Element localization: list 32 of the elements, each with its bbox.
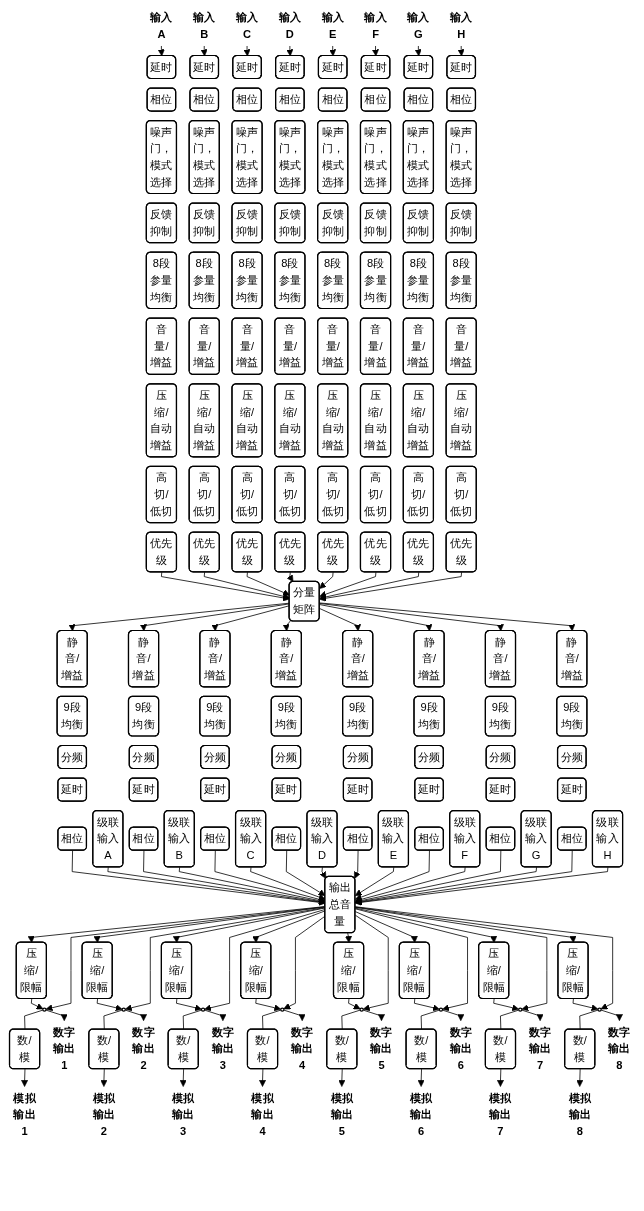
node-text: 输入E bbox=[321, 11, 344, 41]
node-text: 模拟输出8 bbox=[568, 1091, 591, 1138]
node-text: 输入C bbox=[235, 11, 259, 41]
node-text: 输入G bbox=[407, 11, 430, 41]
node-text: 数字输出3 bbox=[211, 1025, 234, 1072]
node-circle bbox=[359, 1007, 364, 1012]
node-text: 数字输出2 bbox=[132, 1025, 155, 1072]
node-text: 模拟输出7 bbox=[489, 1091, 512, 1138]
node-circle bbox=[597, 1007, 602, 1012]
node-text: 模拟输出3 bbox=[172, 1091, 195, 1138]
node-text: 模拟输出6 bbox=[410, 1091, 433, 1138]
node-text: 数字输出7 bbox=[529, 1025, 552, 1072]
node-text: 模拟输出5 bbox=[330, 1091, 353, 1138]
node-text: 数字输出8 bbox=[608, 1025, 631, 1072]
node-text: 数字输出5 bbox=[370, 1025, 393, 1072]
node-text: 输入B bbox=[193, 11, 216, 41]
node-text: 数字输出1 bbox=[53, 1025, 76, 1072]
node-circle bbox=[518, 1007, 523, 1012]
node-circle bbox=[121, 1007, 126, 1012]
node-text: 输入A bbox=[150, 11, 173, 41]
node-circle bbox=[42, 1007, 47, 1012]
node-text: 输入D bbox=[278, 11, 301, 41]
node-circle bbox=[438, 1007, 444, 1012]
node-circle bbox=[280, 1007, 285, 1012]
node-text: 模拟输出1 bbox=[13, 1091, 36, 1138]
node-text: 数字输出6 bbox=[449, 1025, 472, 1072]
node-text: 模拟输出2 bbox=[92, 1091, 115, 1138]
node-text: 输入F bbox=[364, 11, 387, 41]
node-text: 数字输出4 bbox=[291, 1025, 314, 1072]
node-text: 模拟输出4 bbox=[251, 1091, 274, 1138]
node-circle bbox=[200, 1007, 206, 1012]
node-text: 输入H bbox=[450, 11, 473, 41]
